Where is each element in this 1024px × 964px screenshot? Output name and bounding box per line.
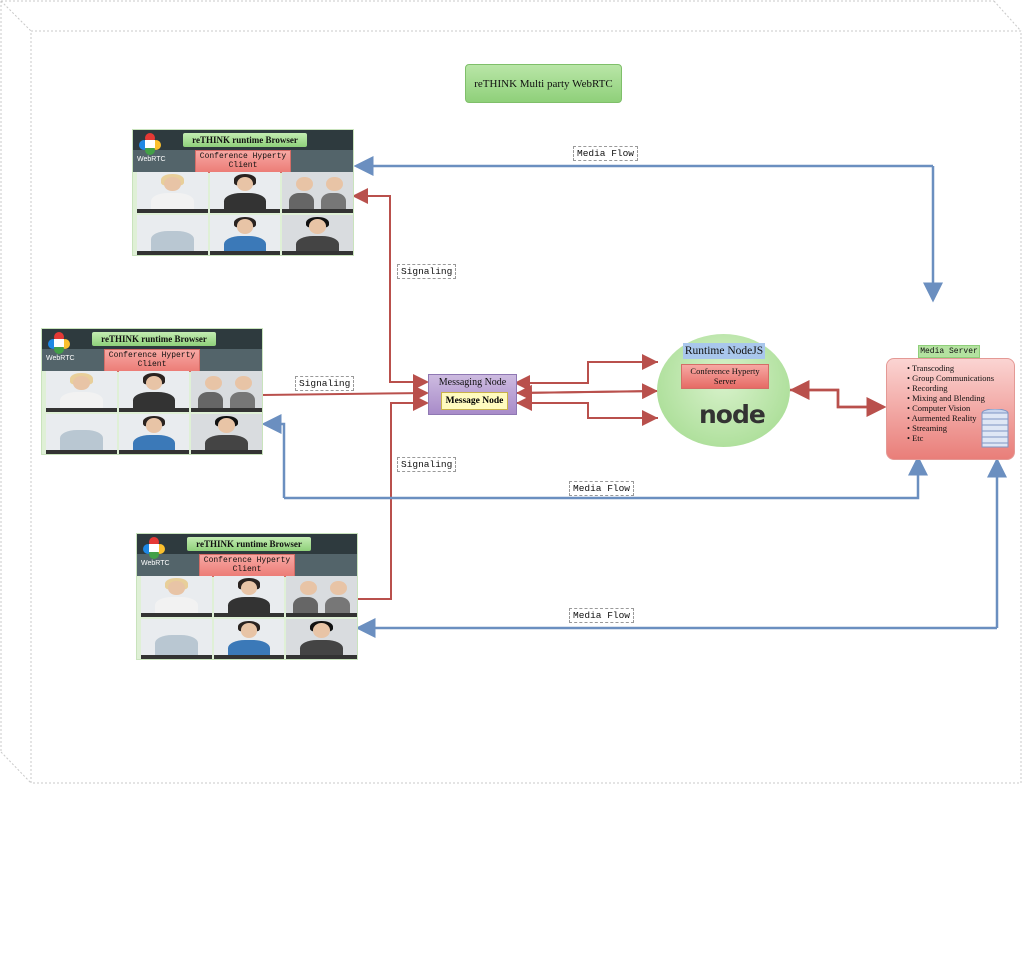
video-tile: [209, 214, 281, 255]
video-tile: [141, 618, 212, 659]
video-grid: [46, 371, 262, 454]
video-tile: [213, 618, 285, 659]
feature-item: Streaming: [907, 423, 994, 433]
media-server-tag: Media Server: [918, 345, 980, 358]
feature-item: Computer Vision: [907, 403, 994, 413]
webrtc-label: WebRTC: [141, 560, 170, 567]
video-tile: [46, 413, 117, 454]
webrtc-label: WebRTC: [46, 355, 75, 362]
browser-header: reTHINK runtime Browser: [92, 332, 216, 346]
video-tile: [286, 618, 357, 659]
signaling-label-bottom: Signaling: [397, 457, 457, 472]
signaling-label-top: Signaling: [397, 264, 457, 279]
nodejs-logo-icon: node: [699, 400, 766, 429]
video-tile: [118, 371, 190, 412]
conference-server-box: Conference Hyperty Server: [681, 364, 769, 389]
media-server: Transcoding Group Communications Recordi…: [886, 358, 1015, 460]
signaling-label-left: Signaling: [295, 376, 355, 391]
video-tile: [137, 214, 208, 255]
feature-item: Etc: [907, 433, 994, 443]
signaling-wires: [261, 188, 887, 600]
runtime-title: Runtime NodeJS: [683, 343, 765, 359]
browser-middle: WebRTC reTHINK runtime Browser Conferenc…: [41, 328, 263, 455]
conference-client-box: Conference Hyperty Client: [104, 349, 200, 372]
messaging-node: Messaging Node Message Node: [428, 374, 517, 415]
webrtc-logo-icon: [139, 133, 161, 155]
video-tile: [286, 576, 357, 617]
media-wires: [261, 156, 1007, 638]
browser-header: reTHINK runtime Browser: [183, 133, 307, 147]
feature-item: Mixing and Blending: [907, 393, 994, 403]
video-tile: [191, 371, 262, 412]
messaging-node-title: Messaging Node: [438, 377, 507, 388]
feature-item: Recording: [907, 383, 994, 393]
feature-item: Group Communications: [907, 373, 994, 383]
video-grid: [141, 576, 357, 659]
webrtc-logo-icon: [143, 537, 165, 559]
webrtc-logo-icon: [48, 332, 70, 354]
browser-bottom: WebRTC reTHINK runtime Browser Conferenc…: [136, 533, 358, 660]
conference-client-box: Conference Hyperty Client: [195, 150, 291, 173]
feature-item: Transcoding: [907, 363, 994, 373]
video-tile: [46, 371, 117, 412]
video-tile: [282, 172, 353, 213]
runtime-nodejs: Runtime NodeJS Conference Hyperty Server…: [657, 334, 790, 447]
media-flow-label-mid: Media Flow: [569, 481, 635, 496]
video-tile: [213, 576, 285, 617]
video-tile: [282, 214, 353, 255]
conference-client-box: Conference Hyperty Client: [199, 554, 295, 577]
video-grid: [137, 172, 353, 255]
message-node-box: Message Node: [441, 392, 508, 410]
webrtc-label: WebRTC: [137, 156, 166, 163]
video-tile: [141, 576, 212, 617]
video-tile: [209, 172, 281, 213]
feature-item: Aurmented Reality: [907, 413, 994, 423]
browser-top: WebRTC reTHINK runtime Browser Conferenc…: [132, 129, 354, 256]
media-flow-label-top: Media Flow: [573, 146, 639, 161]
canvas-frame: [0, 0, 1022, 784]
browser-header: reTHINK runtime Browser: [187, 537, 311, 551]
server-rack-icon: [981, 409, 1009, 448]
media-flow-label-bottom: Media Flow: [569, 608, 635, 623]
video-tile: [137, 172, 208, 213]
video-tile: [118, 413, 190, 454]
video-tile: [191, 413, 262, 454]
media-server-features: Transcoding Group Communications Recordi…: [907, 363, 994, 443]
diagram-title: reTHINK Multi party WebRTC: [465, 64, 622, 103]
